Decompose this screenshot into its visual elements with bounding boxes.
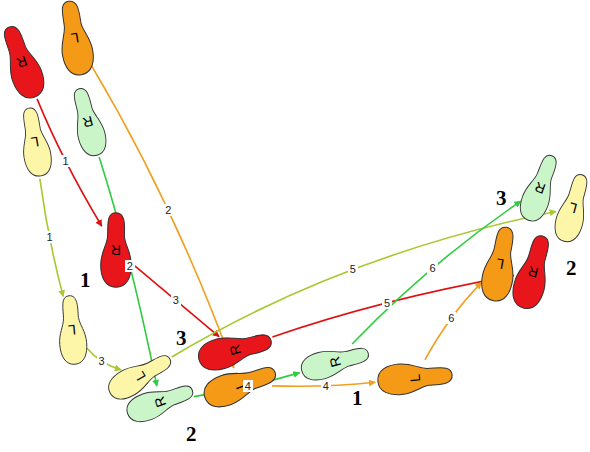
step-label: 5 — [382, 297, 392, 309]
step-label: 6 — [446, 312, 456, 324]
foot-letter: L — [14, 104, 56, 180]
footprint: L — [54, 293, 90, 367]
step-arrow — [92, 66, 234, 368]
footprint: R — [0, 20, 51, 105]
step-number: 3 — [176, 326, 187, 351]
footprint: L — [51, 0, 98, 79]
foot-letter: L — [375, 358, 456, 399]
step-arrow — [352, 201, 521, 344]
step-label: 2 — [163, 204, 173, 216]
foot-letter: R — [0, 20, 51, 105]
step-label: 3 — [97, 355, 107, 367]
foot-letter: L — [549, 169, 590, 246]
step-label: 3 — [171, 294, 181, 306]
step-label: 1 — [44, 231, 54, 243]
foot-letter: L — [54, 293, 90, 367]
footprint: L — [375, 358, 456, 399]
step-arrow — [172, 211, 556, 357]
step-arrow — [425, 283, 482, 360]
footprint: L — [549, 169, 590, 246]
step-label: 6 — [427, 262, 437, 274]
step-arrow — [87, 348, 121, 370]
step-number: 3 — [496, 186, 507, 211]
step-arrow — [40, 179, 63, 297]
footprint: L — [14, 104, 56, 180]
step-number: 1 — [80, 268, 91, 293]
footprint: R — [296, 338, 373, 386]
step-number: 2 — [186, 422, 197, 447]
step-arrow — [133, 264, 219, 337]
step-arrow — [272, 275, 514, 337]
footprint: R — [99, 211, 133, 289]
foot-letter: R — [64, 83, 112, 160]
footprint: R — [64, 83, 112, 160]
step-label: 2 — [125, 260, 135, 272]
footprint: R — [506, 230, 559, 314]
foot-letter: R — [99, 211, 133, 289]
step-label: 5 — [348, 263, 358, 275]
foot-letter: R — [296, 338, 373, 386]
step-number: 2 — [566, 256, 577, 281]
step-label: 4 — [243, 380, 253, 392]
foot-letter: R — [506, 230, 559, 314]
step-number: 1 — [352, 386, 363, 411]
step-arrow — [99, 157, 157, 386]
step-label: 1 — [61, 155, 71, 167]
step-label: 4 — [321, 380, 331, 392]
foot-letter: L — [51, 0, 98, 79]
